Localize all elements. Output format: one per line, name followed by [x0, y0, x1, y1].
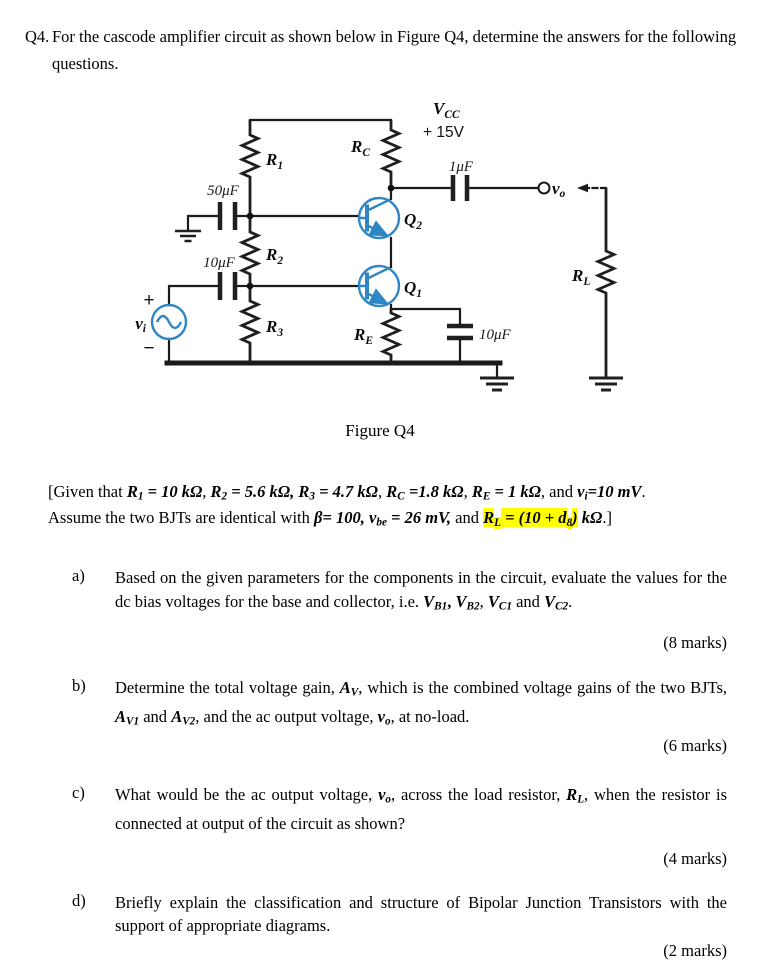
resistor-re	[379, 309, 403, 363]
r1-label: R1	[265, 150, 283, 172]
node-dot	[387, 184, 395, 192]
given-line-2: Assume the two BJTs are identical with β…	[48, 508, 612, 529]
given-line-1: [Given that R1 = 10 kΩ, R2 = 5.6 kΩ, R3 …	[48, 482, 646, 503]
marks-d: (2 marks)	[663, 941, 727, 961]
rc-label: RC	[350, 137, 370, 159]
question-label-a: a)	[72, 565, 85, 585]
minus-sign: −	[143, 338, 154, 359]
question-text-d: Briefly explain the classification and s…	[115, 893, 727, 936]
r2-label: R2	[265, 245, 283, 267]
question-text-b: Determine the total voltage gain, AV, wh…	[115, 677, 728, 728]
question-item-d: d) Briefly explain the classification an…	[72, 891, 780, 964]
rl-label: RL	[571, 266, 590, 288]
q1-label: Q1	[404, 278, 422, 300]
cap-50uf-label: 50μF	[207, 183, 240, 199]
plus-sign: +	[143, 290, 154, 311]
transistor-q2	[357, 196, 401, 240]
question-header: Q4. For the cascode amplifier circuit as…	[25, 24, 780, 77]
capacitor-10uf-bypass	[447, 323, 473, 341]
vi-label: vi	[135, 314, 147, 335]
ac-source-vi	[150, 303, 188, 341]
figure-caption: Figure Q4	[345, 421, 415, 440]
vo-label: vo	[552, 179, 566, 200]
question-label-d: d)	[72, 891, 86, 911]
given-parameters: [Given that R1 = 10 kΩ, R2 = 5.6 kΩ, R3 …	[48, 481, 748, 534]
cap-10uf-bypass-label: 10μF	[479, 327, 512, 343]
resistor-r2	[238, 216, 262, 286]
r3-label: R3	[265, 317, 283, 339]
transistor-q1	[357, 264, 401, 308]
ground-symbol-main	[480, 376, 514, 392]
question-text-c: What would be the ac output voltage, vo,…	[115, 785, 727, 834]
re-label: RE	[353, 325, 373, 347]
question-item-a: a) Based on the given parameters for the…	[72, 566, 780, 656]
resistor-rl	[594, 188, 618, 378]
capacitor-1uf-output	[450, 175, 470, 201]
vcc-label: VCC	[433, 99, 460, 121]
vcc-value-label: + 15V	[423, 124, 465, 141]
marks-c: (4 marks)	[663, 848, 727, 868]
node-dot	[246, 212, 254, 220]
cap-10uf-input-label: 10μF	[203, 255, 236, 271]
cap-1uf-label: 1μF	[449, 159, 474, 175]
question-intro-text: For the cascode amplifier circuit as sho…	[52, 27, 737, 73]
question-number: Q4.	[25, 27, 50, 46]
resistor-rc	[379, 120, 403, 188]
question-item-b: b) Determine the total voltage gain, AV,…	[72, 676, 780, 758]
circuit-diagram: VCC + 15V R1 R2 R3 RC RE RL Q2 Q1 50μF 1…	[135, 99, 623, 392]
ground-symbol-left	[175, 229, 201, 243]
node-dot	[246, 282, 254, 290]
marks-a: (8 marks)	[663, 633, 727, 653]
capacitor-50uf	[217, 202, 238, 230]
dashed-arrow	[577, 183, 608, 193]
capacitor-10uf-input	[217, 272, 238, 300]
question-item-c: c) What would be the ac output voltage, …	[72, 783, 780, 871]
resistor-r1	[238, 120, 262, 216]
question-label-c: c)	[72, 783, 85, 803]
ground-symbol-load	[589, 376, 623, 392]
marks-b: (6 marks)	[663, 735, 727, 755]
output-terminal	[537, 181, 551, 195]
question-label-b: b)	[72, 675, 86, 695]
question-text-a: Based on the given parameters for the co…	[115, 567, 727, 613]
q2-label: Q2	[404, 210, 422, 232]
resistor-r3	[238, 286, 262, 363]
